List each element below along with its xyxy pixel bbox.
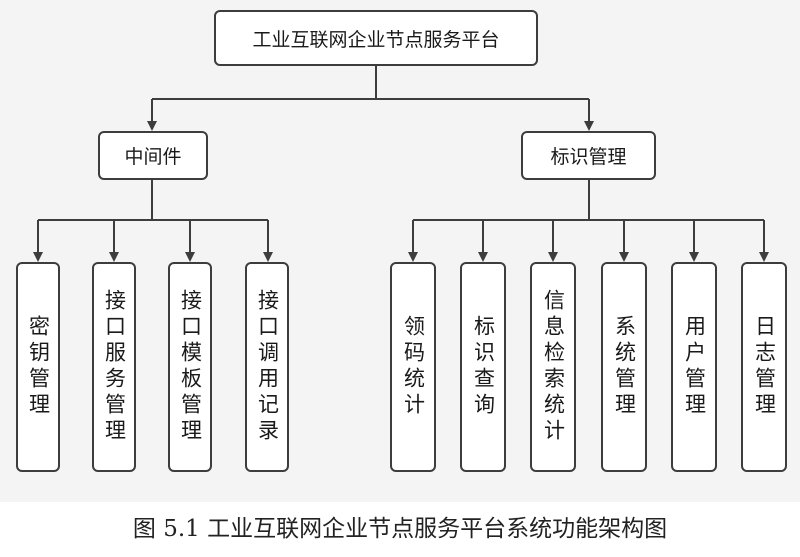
leaf-node-label: 接口服务管理 bbox=[102, 289, 127, 445]
leaf-node-code-statistics: 领码统计 bbox=[390, 262, 436, 472]
leaf-node-label: 信息检索统计 bbox=[541, 289, 566, 445]
group-node-identifier-management-label: 标识管理 bbox=[550, 146, 627, 168]
leaf-node-interface-call-records: 接口调用记录 bbox=[245, 262, 289, 472]
leaf-node-label: 系统管理 bbox=[612, 315, 637, 419]
leaf-node-label: 接口模板管理 bbox=[178, 289, 203, 445]
leaf-node-system-management: 系统管理 bbox=[601, 262, 647, 472]
leaf-node-label: 密钥管理 bbox=[26, 315, 51, 419]
leaf-node-user-management: 用户管理 bbox=[671, 262, 717, 472]
leaf-node-interface-service-management: 接口服务管理 bbox=[92, 262, 136, 472]
root-node: 工业互联网企业节点服务平台 bbox=[214, 10, 538, 66]
leaf-node-label: 接口调用记录 bbox=[255, 289, 280, 445]
leaf-node-identifier-query: 标识查询 bbox=[460, 262, 506, 472]
diagram-area: 工业互联网企业节点服务平台 中间件 标识管理 密钥管理 接口服务管理 接口模板管… bbox=[0, 0, 800, 502]
root-node-label: 工业互联网企业节点服务平台 bbox=[252, 28, 500, 51]
leaf-node-label: 标识查询 bbox=[471, 315, 496, 419]
leaf-node-label: 用户管理 bbox=[682, 315, 707, 419]
leaf-node-interface-template-management: 接口模板管理 bbox=[168, 262, 212, 472]
group-node-middleware-label: 中间件 bbox=[124, 146, 182, 168]
leaf-node-label: 领码统计 bbox=[401, 315, 426, 419]
leaf-node-key-management: 密钥管理 bbox=[16, 262, 60, 472]
group-node-middleware: 中间件 bbox=[98, 131, 208, 180]
leaf-node-info-retrieval-statistics: 信息检索统计 bbox=[530, 262, 576, 472]
connector-lines bbox=[33, 66, 769, 262]
leaf-node-log-management: 日志管理 bbox=[741, 262, 787, 472]
figure-caption: 图 5.1 工业互联网企业节点服务平台系统功能架构图 bbox=[132, 516, 668, 542]
group-node-identifier-management: 标识管理 bbox=[521, 131, 656, 180]
leaf-node-label: 日志管理 bbox=[752, 315, 777, 419]
